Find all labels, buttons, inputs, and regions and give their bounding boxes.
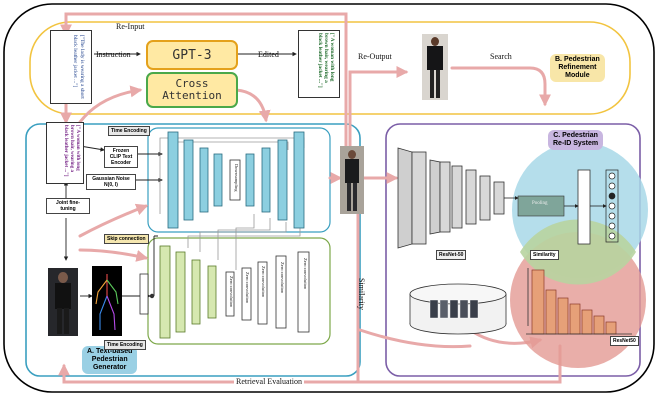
time-encoding-top-tag: Time Encoding — [108, 126, 150, 136]
gpt3-label: GPT-3 — [172, 47, 212, 63]
refinement-module-label: B. Pedestrian Refinement Module — [550, 54, 605, 82]
pose-skeleton-image — [92, 266, 122, 336]
cross-attention-label-1: Cross — [175, 77, 209, 90]
reid-module-label: C. Pedestrian Re-ID System — [548, 130, 604, 150]
gpt3-box: GPT-3 — [146, 40, 238, 70]
edited-prompt-card: ["A woman with long brown hair, wearing … — [298, 30, 340, 98]
similarity-bars — [531, 269, 617, 335]
generator-module-label: A. Text-based Pedestrian Generator — [82, 346, 138, 374]
retrieval-evaluation-label: Retrieval Evaluation — [234, 377, 304, 386]
feature-vector-box — [577, 169, 591, 245]
downsampling-block — [229, 159, 241, 201]
generator-frame — [25, 123, 361, 377]
re-input-arrow — [60, 12, 348, 152]
zero-conv-blocks — [225, 251, 310, 333]
gaussian-noise-tag: Gaussian Noise N(0, I) — [86, 174, 136, 190]
reid-frame — [385, 123, 641, 377]
resnet50-right-tag: ResNet50 — [610, 336, 639, 346]
cross-attention-box: Cross Attention — [146, 72, 238, 108]
frozen-clip-tag: Frozen CLIP Text Encoder — [104, 146, 138, 168]
similarity-tag: Similarity — [530, 250, 559, 260]
unet-blocks — [167, 131, 305, 229]
feature-nodes — [608, 172, 616, 240]
reid-overlap — [520, 219, 636, 285]
resnet-blocks — [397, 147, 505, 249]
re-output-arrow — [348, 66, 409, 150]
zero-conv-label-3: Zero convolution — [261, 266, 266, 298]
generator-prompt-text: ["A woman with long brown hair, wearing … — [63, 125, 80, 177]
controlnet-blocks — [159, 245, 217, 339]
outer-frame — [3, 3, 655, 393]
input-prompt-text: ["The lady is wearing a short black leat… — [72, 35, 86, 99]
reid-flow-2 — [358, 328, 472, 349]
zero-conv-label-1: Zero convolution — [229, 276, 234, 308]
pedestrian-refined-image — [422, 34, 448, 100]
re-output-label: Re-Output — [358, 52, 392, 61]
search-arrow — [450, 66, 551, 107]
gen-flow-1 — [78, 203, 149, 238]
pose-encoder-block — [139, 273, 149, 315]
gen-flow-2 — [78, 248, 149, 262]
zero-conv-label-5: Zero convolution — [303, 258, 308, 290]
downsampling-label: Downsampling — [234, 164, 239, 192]
text-to-clip — [79, 145, 105, 152]
zero-conv-label-2: Zero convolution — [245, 272, 250, 304]
refinement-frame — [29, 21, 631, 115]
skip-connection-tag: Skip connection — [104, 234, 149, 244]
add-node — [149, 293, 155, 299]
gallery-thumbnails — [429, 299, 479, 319]
search-label: Search — [490, 52, 512, 61]
cross-attention-label-2: Attention — [162, 89, 222, 102]
cross-attention-arrow — [234, 88, 271, 123]
edited-prompt-text: ["A woman with long brown hair, wearing … — [316, 33, 335, 88]
similarity-vertical-label: Similarity — [357, 278, 366, 310]
pedestrian-generated-image — [340, 146, 364, 214]
resnet50-tag: ResNet-50 — [436, 250, 467, 260]
skip-line — [153, 235, 158, 296]
gallery-database — [409, 283, 507, 335]
instruction-label: Instruction — [96, 50, 131, 59]
re-input-label: Re-Input — [116, 22, 145, 31]
input-prompt-card: ["The lady is wearing a short black leat… — [50, 30, 92, 104]
text-to-attention-arrow — [78, 85, 143, 124]
pedestrian-input-image — [48, 268, 78, 336]
edited-label: Edited — [258, 50, 279, 59]
joint-finetuning-tag: Joint fine-tuning — [46, 198, 90, 214]
pooling-box — [517, 195, 565, 217]
generator-prompt-card: ["A woman with long brown hair, wearing … — [46, 122, 84, 184]
time-encoding-bottom-tag: Time Encoding — [104, 340, 146, 350]
pooling-label: Pooling — [532, 201, 548, 206]
zero-conv-label-4: Zero convolution — [280, 262, 285, 294]
